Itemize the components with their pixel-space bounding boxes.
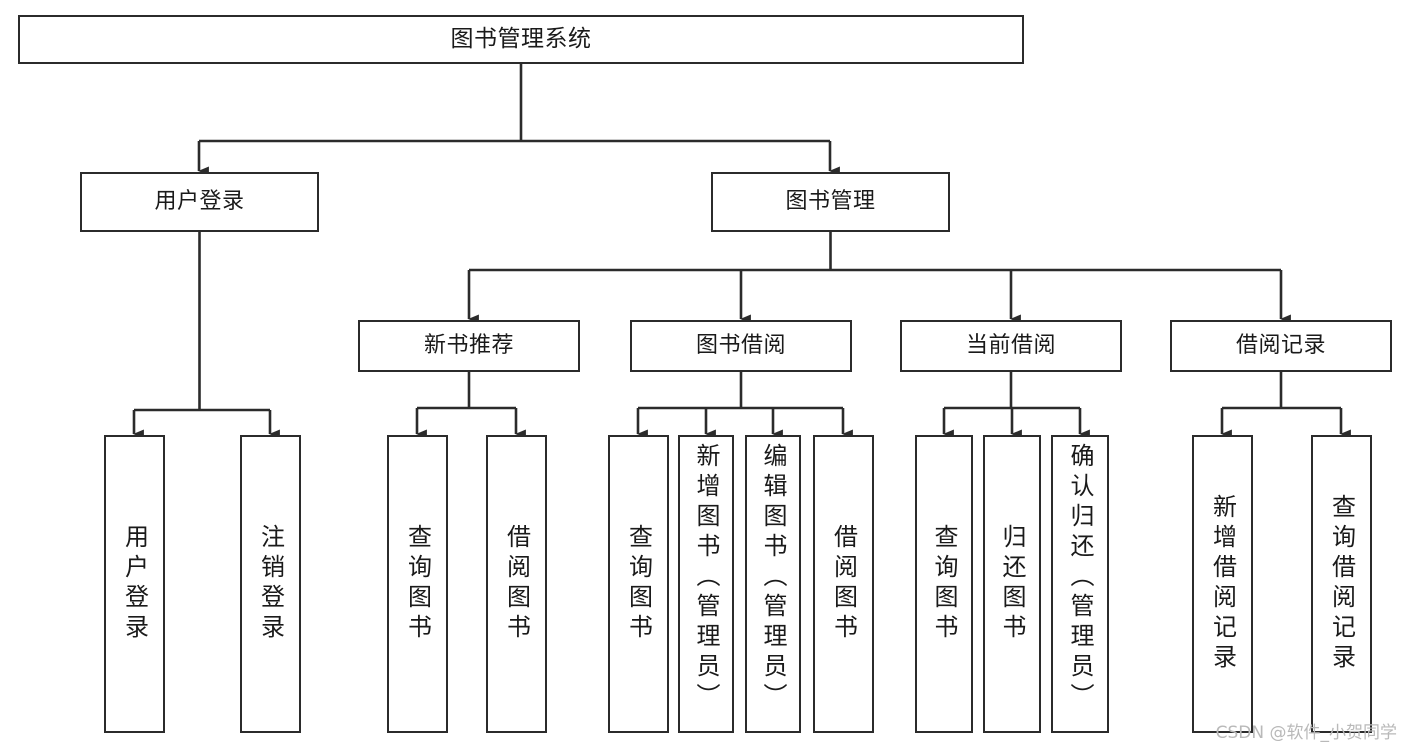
node-book-manage[interactable]: 图书管理 <box>711 172 950 232</box>
node-borrow-record-label: 借阅记录 <box>1235 333 1326 359</box>
node-leaf-query-record[interactable]: 查询借阅记录 <box>1311 435 1372 733</box>
node-leaf-query-book-1[interactable]: 查询图书 <box>387 435 448 733</box>
node-leaf-add-book[interactable]: 新增图书（管理员） <box>678 435 734 733</box>
node-leaf-query-book-3-label: 查询图书 <box>930 524 958 644</box>
node-leaf-borrow-book-2[interactable]: 借阅图书 <box>813 435 874 733</box>
watermark: CSDN @软件_小贺同学 <box>1215 723 1397 743</box>
node-leaf-user-login[interactable]: 用户登录 <box>104 435 165 733</box>
node-borrow-record[interactable]: 借阅记录 <box>1170 320 1392 372</box>
node-book-borrow-label: 图书借阅 <box>695 333 786 359</box>
node-leaf-user-login-label: 用户登录 <box>120 524 149 644</box>
node-leaf-query-book-1-label: 查询图书 <box>403 524 432 644</box>
node-leaf-add-record[interactable]: 新增借阅记录 <box>1192 435 1253 733</box>
node-leaf-query-book-2-label: 查询图书 <box>624 524 653 644</box>
node-book-manage-label: 图书管理 <box>785 189 876 215</box>
node-root-label: 图书管理系统 <box>450 25 592 52</box>
node-leaf-add-book-label: 新增图书（管理员） <box>692 443 720 713</box>
node-leaf-borrow-book-2-label: 借阅图书 <box>829 524 858 644</box>
node-book-borrow[interactable]: 图书借阅 <box>630 320 852 372</box>
node-leaf-return-book[interactable]: 归还图书 <box>983 435 1041 733</box>
node-current-borrow[interactable]: 当前借阅 <box>900 320 1122 372</box>
node-leaf-edit-book-label: 编辑图书（管理员） <box>759 443 787 713</box>
node-leaf-query-book-3[interactable]: 查询图书 <box>915 435 973 733</box>
node-leaf-edit-book[interactable]: 编辑图书（管理员） <box>745 435 801 733</box>
node-leaf-borrow-book-1-label: 借阅图书 <box>502 524 531 644</box>
node-leaf-logout[interactable]: 注销登录 <box>240 435 301 733</box>
node-leaf-return-book-label: 归还图书 <box>998 524 1026 644</box>
node-new-book-recommend-label: 新书推荐 <box>423 333 514 359</box>
node-current-borrow-label: 当前借阅 <box>965 333 1056 359</box>
node-leaf-query-book-2[interactable]: 查询图书 <box>608 435 669 733</box>
node-new-book-recommend[interactable]: 新书推荐 <box>358 320 580 372</box>
node-leaf-query-record-label: 查询借阅记录 <box>1327 494 1356 674</box>
node-leaf-confirm-return[interactable]: 确认归还（管理员） <box>1051 435 1109 733</box>
node-user-login[interactable]: 用户登录 <box>80 172 319 232</box>
node-leaf-logout-label: 注销登录 <box>256 524 285 644</box>
node-leaf-confirm-return-label: 确认归还（管理员） <box>1066 443 1094 713</box>
node-user-login-label: 用户登录 <box>154 189 245 215</box>
node-leaf-borrow-book-1[interactable]: 借阅图书 <box>486 435 547 733</box>
node-root[interactable]: 图书管理系统 <box>18 15 1024 64</box>
node-leaf-add-record-label: 新增借阅记录 <box>1208 494 1237 674</box>
